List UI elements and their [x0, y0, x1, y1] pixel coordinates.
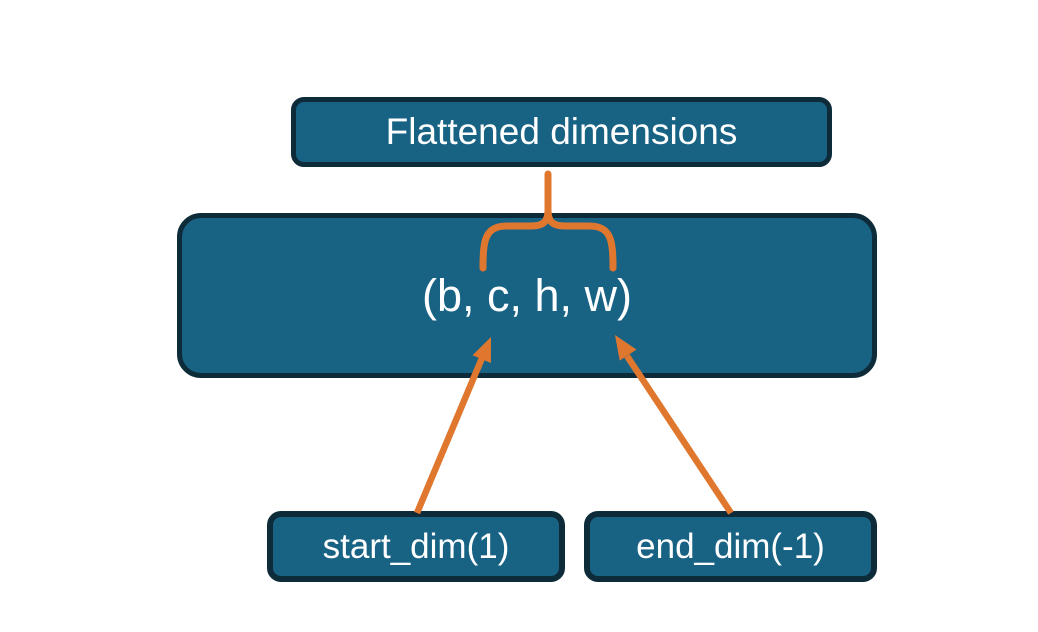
tensor-shape-label: (b, c, h, w): [421, 269, 633, 321]
flattened-dimensions-label: Flattened dimensions: [385, 111, 738, 152]
flattened-dimensions-box: Flattened dimensions: [291, 97, 832, 167]
end-dim-box: end_dim(-1): [584, 511, 877, 582]
start-dim-label: start_dim(1): [322, 526, 510, 566]
start-dim-box: start_dim(1): [267, 511, 565, 582]
tensor-shape-box: (b, c, h, w): [177, 213, 877, 378]
end-dim-label: end_dim(-1): [636, 526, 825, 566]
